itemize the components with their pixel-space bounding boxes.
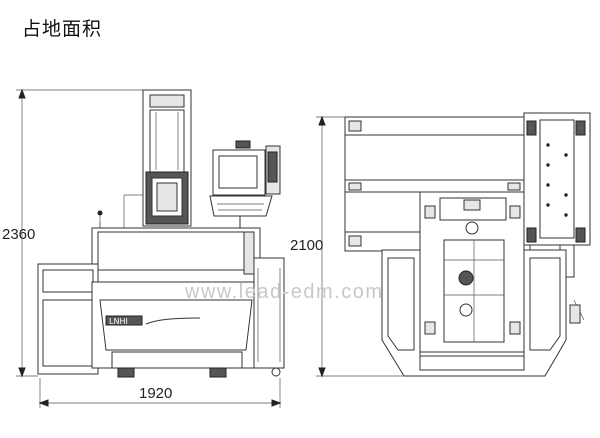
- brand-plate: LNHI: [109, 317, 128, 326]
- dimension-label-front-width: 1920: [139, 385, 173, 402]
- dimension-label-front-height: 2360: [2, 226, 36, 243]
- watermark: www.lead-edm.com: [185, 281, 384, 303]
- control-monitor: [209, 140, 281, 228]
- dimension-lines-front: [16, 88, 282, 408]
- dimension-label-side-depth: 2100: [290, 237, 324, 254]
- front-view: LNHI: [37, 89, 285, 378]
- page-title: 占地面积: [22, 18, 103, 40]
- dimension-lines-side: [316, 115, 404, 378]
- side-view: [344, 112, 591, 377]
